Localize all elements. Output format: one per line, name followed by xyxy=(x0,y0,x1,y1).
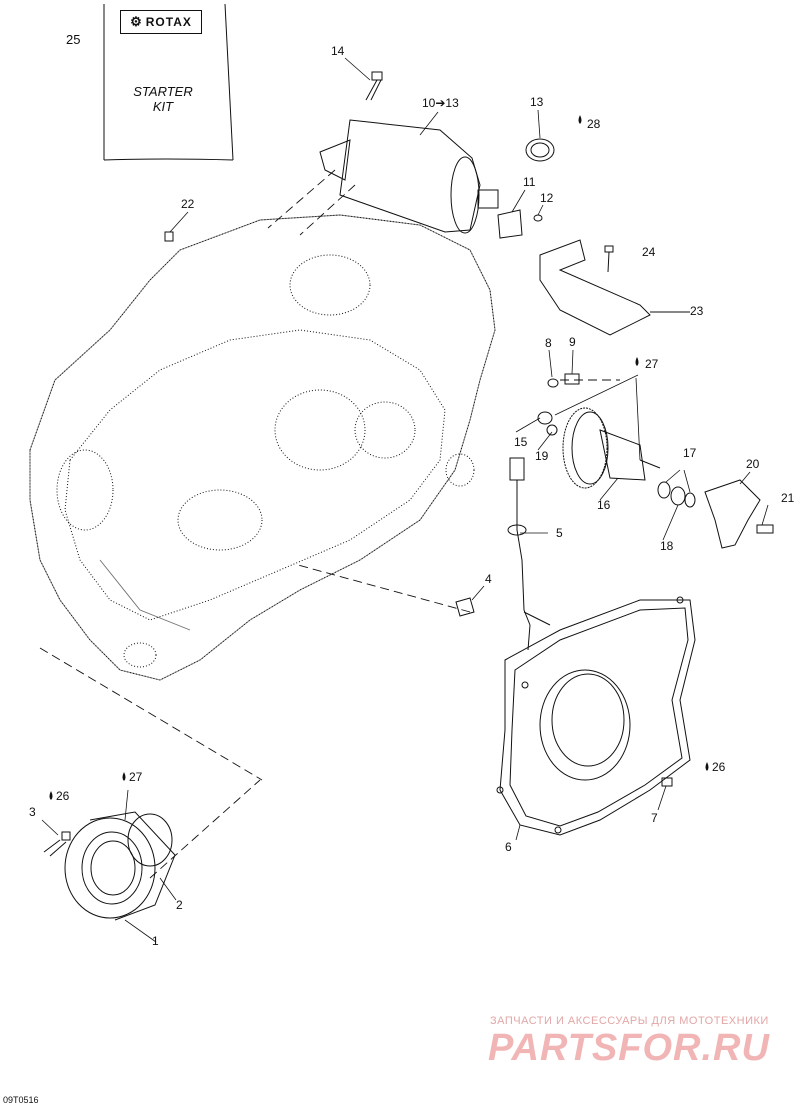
callout-4: 4 xyxy=(485,572,492,586)
callout-3: 3 xyxy=(29,805,36,819)
logo-text: ROTAX xyxy=(145,15,192,29)
callout-11: 11 xyxy=(523,175,536,189)
callout-5: 5 xyxy=(556,526,563,540)
bolt-9-drawing xyxy=(565,374,579,384)
oil-drop-icons xyxy=(49,115,709,800)
oil-drop-icon xyxy=(122,772,126,781)
bolt-3-drawing xyxy=(44,832,70,856)
watermark-caption: ЗАПЧАСТИ И АКСЕССУАРЫ ДЛЯ МОТОТЕХНИКИ xyxy=(490,1015,769,1027)
callout-10-13: 10➔13 xyxy=(422,96,459,110)
callout-16: 16 xyxy=(597,498,611,512)
callout-27-upper: 27 xyxy=(645,357,659,371)
kit-box-outline xyxy=(104,4,233,160)
callout-7: 7 xyxy=(651,811,658,825)
wiring-harness-5-drawing xyxy=(508,458,550,650)
watermark-brand: PARTSFOR.RU xyxy=(488,1027,770,1069)
crankcase-drawing xyxy=(30,215,495,680)
bolt-24-drawing xyxy=(605,246,613,272)
screw-7-drawing xyxy=(662,778,672,786)
callout-19: 19 xyxy=(535,449,549,463)
washer-8-drawing xyxy=(548,379,558,387)
callout-14: 14 xyxy=(331,44,345,58)
callout-9: 9 xyxy=(569,335,576,349)
callout-21: 21 xyxy=(781,491,795,505)
oring-13-drawing xyxy=(526,139,554,161)
drawing-code: 09T0516 xyxy=(3,1095,39,1105)
callout-27-lower: 27 xyxy=(129,770,143,784)
callout-17: 17 xyxy=(683,446,697,460)
cover-6-drawing xyxy=(497,597,695,835)
callout-20: 20 xyxy=(746,457,760,471)
screw-22-drawing xyxy=(165,232,173,241)
oil-drop-icon xyxy=(578,115,582,124)
callout-23: 23 xyxy=(690,304,704,318)
flange-1-drawing xyxy=(65,812,175,920)
circlip-12-drawing xyxy=(534,215,542,221)
heat-shield-23-drawing xyxy=(540,240,690,335)
callout-26-right: 26 xyxy=(712,760,726,774)
oil-drop-icon xyxy=(705,762,709,771)
callout-6: 6 xyxy=(505,840,512,854)
callout-24: 24 xyxy=(642,245,656,259)
gear-assembly-drawing xyxy=(538,408,660,488)
oil-drop-icon xyxy=(49,791,53,800)
kit-number: 25 xyxy=(66,32,81,47)
callout-2: 2 xyxy=(176,898,183,912)
rotax-logo: ⚙ ROTAX xyxy=(120,10,202,34)
bolt-14-drawing xyxy=(366,72,382,100)
washer-17a-drawing xyxy=(658,482,670,498)
callout-22: 22 xyxy=(181,197,195,211)
callout-28: 28 xyxy=(587,117,601,131)
lever-20-drawing xyxy=(705,480,773,548)
kit-title: STARTER KIT xyxy=(133,84,193,114)
callout-18: 18 xyxy=(660,539,674,553)
starter-motor-drawing xyxy=(320,120,522,238)
callout-1: 1 xyxy=(152,934,159,948)
callout-26-left: 26 xyxy=(56,789,70,803)
oil-drop-icon xyxy=(635,357,639,366)
screw-4-drawing xyxy=(456,598,474,616)
callout-15: 15 xyxy=(514,435,528,449)
assembly-leader-lines xyxy=(40,170,620,878)
callout-13: 13 xyxy=(530,95,544,109)
callout-leaders xyxy=(42,58,768,942)
callout-12: 12 xyxy=(540,191,554,205)
callout-8: 8 xyxy=(545,336,552,350)
gear-logo-icon: ⚙ xyxy=(130,14,143,29)
